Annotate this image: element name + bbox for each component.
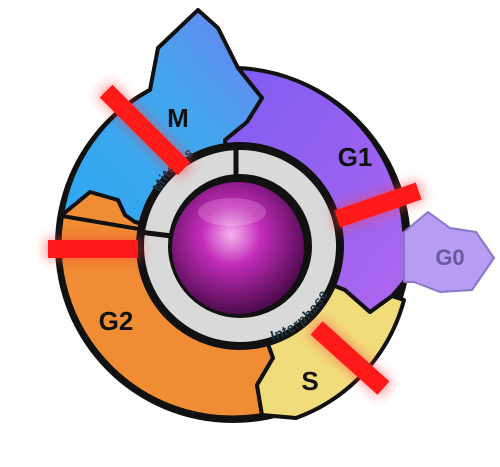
phase-g2-sector <box>62 192 233 245</box>
phase-label-m: M <box>167 103 189 133</box>
checkpoint-g2 <box>45 239 141 259</box>
nucleus-highlight <box>198 198 266 226</box>
phase-g0-arrow <box>403 211 495 293</box>
phase-label-g0: G0 <box>435 245 464 270</box>
phase-label-s: S <box>301 366 318 396</box>
phase-label-g2: G2 <box>99 306 134 336</box>
checkpoint-s <box>307 318 393 398</box>
ring-divider-left <box>138 229 173 239</box>
checkpoint-g1 <box>331 180 425 230</box>
checkpoint-m <box>96 81 194 179</box>
phase-label-g1: G1 <box>338 142 373 172</box>
nucleus <box>172 182 304 314</box>
